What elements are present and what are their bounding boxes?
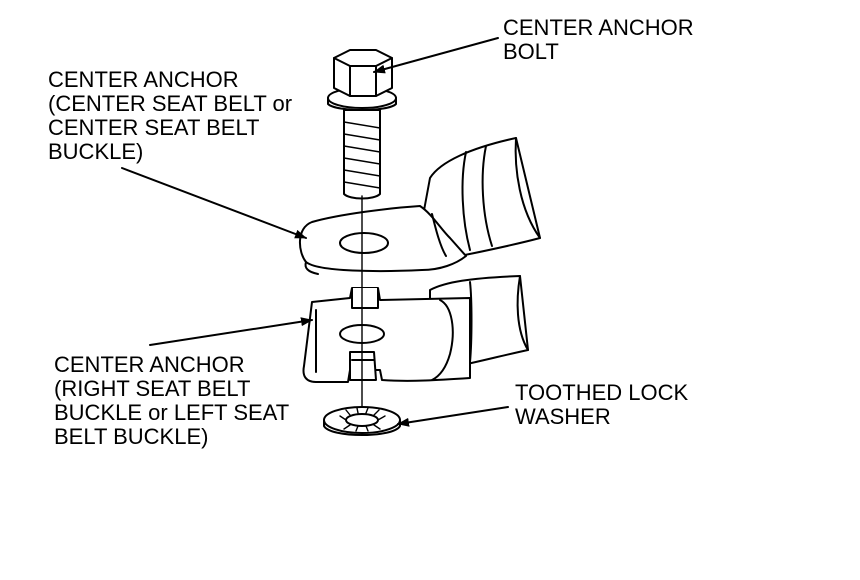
label-line: CENTER ANCHOR [503, 15, 694, 40]
label-line: TOOTHED LOCK [515, 380, 689, 405]
label-line: CENTER ANCHOR [54, 352, 245, 377]
label-center-anchor-lower: CENTER ANCHOR (RIGHT SEAT BELT BUCKLE or… [54, 353, 289, 449]
label-line: BUCKLE or LEFT SEAT [54, 400, 290, 425]
label-line: BUCKLE) [48, 139, 144, 164]
lower-center-anchor-plate [302, 275, 529, 383]
center-anchor-bolt [327, 49, 397, 200]
label-line: (CENTER SEAT BELT or [48, 91, 293, 116]
leader-bolt [373, 37, 499, 74]
label-line: CENTER ANCHOR [48, 67, 239, 92]
upper-center-anchor-plate [299, 137, 541, 275]
label-center-anchor-bolt: CENTER ANCHOR BOLT [503, 16, 694, 64]
leader-lower-anchor [149, 317, 313, 346]
label-line: (RIGHT SEAT BELT [54, 376, 251, 401]
leader-upper-anchor [121, 167, 307, 239]
toothed-lock-washer [323, 406, 401, 436]
label-center-anchor-upper: CENTER ANCHOR (CENTER SEAT BELT or CENTE… [48, 68, 292, 164]
label-line: WASHER [515, 404, 611, 429]
label-line: CENTER SEAT BELT [48, 115, 260, 140]
label-line: BOLT [503, 39, 559, 64]
label-line: BELT BUCKLE) [54, 424, 209, 449]
label-toothed-lock-washer: TOOTHED LOCK WASHER [515, 381, 688, 429]
leader-washer [397, 406, 509, 427]
